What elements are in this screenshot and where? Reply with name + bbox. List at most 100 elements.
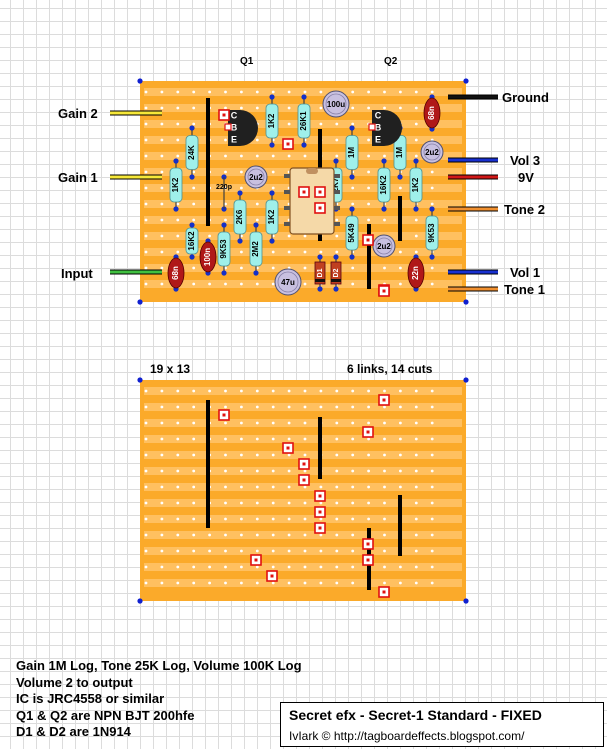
transistor-pin-label: E <box>231 134 237 144</box>
strip-hole <box>351 405 355 409</box>
strip-hole <box>430 186 434 190</box>
strip-hole <box>176 517 180 521</box>
strip-hole <box>414 154 418 158</box>
strip-hole <box>335 565 339 569</box>
strip-hole <box>176 90 180 94</box>
strip-hole <box>430 517 434 521</box>
strip-hole <box>303 389 307 393</box>
strip-hole <box>287 234 291 238</box>
strip-hole <box>271 453 275 457</box>
solder-pad <box>349 125 355 131</box>
strip-hole <box>192 453 196 457</box>
track-cut-dot <box>382 590 386 594</box>
strip-hole <box>335 250 339 254</box>
strip-hole <box>303 421 307 425</box>
strip-hole <box>303 469 307 473</box>
strip-hole <box>271 421 275 425</box>
corner-marker <box>137 377 143 383</box>
strip-hole <box>176 202 180 206</box>
transistor-pin-label: B <box>231 122 238 132</box>
strip-hole <box>160 266 164 270</box>
strip-hole <box>367 186 370 190</box>
resistor-body <box>185 227 199 255</box>
strip-hole <box>383 266 386 270</box>
strip-hole <box>414 218 418 222</box>
electrolytic-value-label: 2u2 <box>425 148 439 157</box>
strip-hole <box>319 90 323 94</box>
strip-hole <box>144 549 148 553</box>
links-cuts-label: 6 links, 14 cuts <box>347 362 433 376</box>
strip-hole <box>335 581 339 585</box>
strip-hole <box>351 106 355 110</box>
strip-hole <box>160 421 164 425</box>
strip-hole <box>224 485 227 489</box>
solder-pad <box>333 286 339 292</box>
strip-hole <box>255 565 259 569</box>
credit-link[interactable]: IvIark © http://tagboardeffects.blogspot… <box>289 729 525 743</box>
strip-hole <box>208 565 212 569</box>
strip-hole <box>144 234 148 238</box>
resistor-value-label: 2K7 <box>331 177 340 192</box>
corner-marker <box>463 78 469 84</box>
strip-hole <box>224 170 227 174</box>
strip-hole <box>367 106 370 110</box>
strip-hole <box>224 517 227 521</box>
strip-hole <box>271 389 275 393</box>
strip-hole <box>287 421 291 425</box>
vol3-label: Vol 3 <box>510 153 540 168</box>
strip-hole <box>335 154 339 158</box>
resistor-body <box>185 135 199 170</box>
ic-pin <box>284 222 290 226</box>
tone1-label: Tone 1 <box>504 282 545 297</box>
strip-hole <box>319 485 323 489</box>
strip-hole <box>255 501 259 505</box>
strip-hole <box>287 517 291 521</box>
strip-hole <box>144 90 148 94</box>
corner-marker <box>137 598 143 604</box>
track-cut-dot <box>270 574 274 578</box>
strip-hole <box>383 389 386 393</box>
strip-hole <box>367 453 370 457</box>
strip-hole <box>335 517 339 521</box>
strip-hole <box>271 250 275 254</box>
strip-hole <box>160 485 164 489</box>
strip-hole <box>160 533 164 537</box>
strip-hole <box>430 282 434 286</box>
strip-hole <box>160 202 164 206</box>
strip-hole <box>160 437 164 441</box>
strip-hole <box>367 218 370 222</box>
strip-hole <box>224 218 227 222</box>
strip-hole <box>192 389 196 393</box>
solder-pad <box>189 125 195 131</box>
strip-hole <box>351 90 355 94</box>
strip-hole <box>287 501 291 505</box>
strip-hole <box>176 437 180 441</box>
strip-hole <box>224 533 227 537</box>
strip-hole <box>240 234 243 238</box>
strip-hole <box>144 533 148 537</box>
strip-hole <box>430 405 434 409</box>
strip-hole <box>240 469 243 473</box>
strip-hole <box>303 549 307 553</box>
strip-hole <box>144 501 148 505</box>
strip-hole <box>160 405 164 409</box>
resistor-body <box>377 167 391 203</box>
strip-hole <box>160 250 164 254</box>
strip-hole <box>224 389 227 393</box>
ic-pin <box>334 174 340 178</box>
transistor-pad <box>368 123 376 131</box>
copper-strip <box>144 248 462 256</box>
strip-hole <box>319 405 323 409</box>
solder-pad <box>221 270 227 276</box>
strip-hole <box>351 282 355 286</box>
strip-hole <box>414 405 418 409</box>
strip-hole <box>287 154 291 158</box>
ic-pin <box>284 174 290 178</box>
copper-strip <box>144 280 462 288</box>
track-cut-dot <box>222 413 226 417</box>
strip-hole <box>414 453 418 457</box>
strip-hole <box>192 266 196 270</box>
resistor-body <box>169 167 183 203</box>
strip-hole <box>176 533 180 537</box>
strip-hole <box>287 106 291 110</box>
